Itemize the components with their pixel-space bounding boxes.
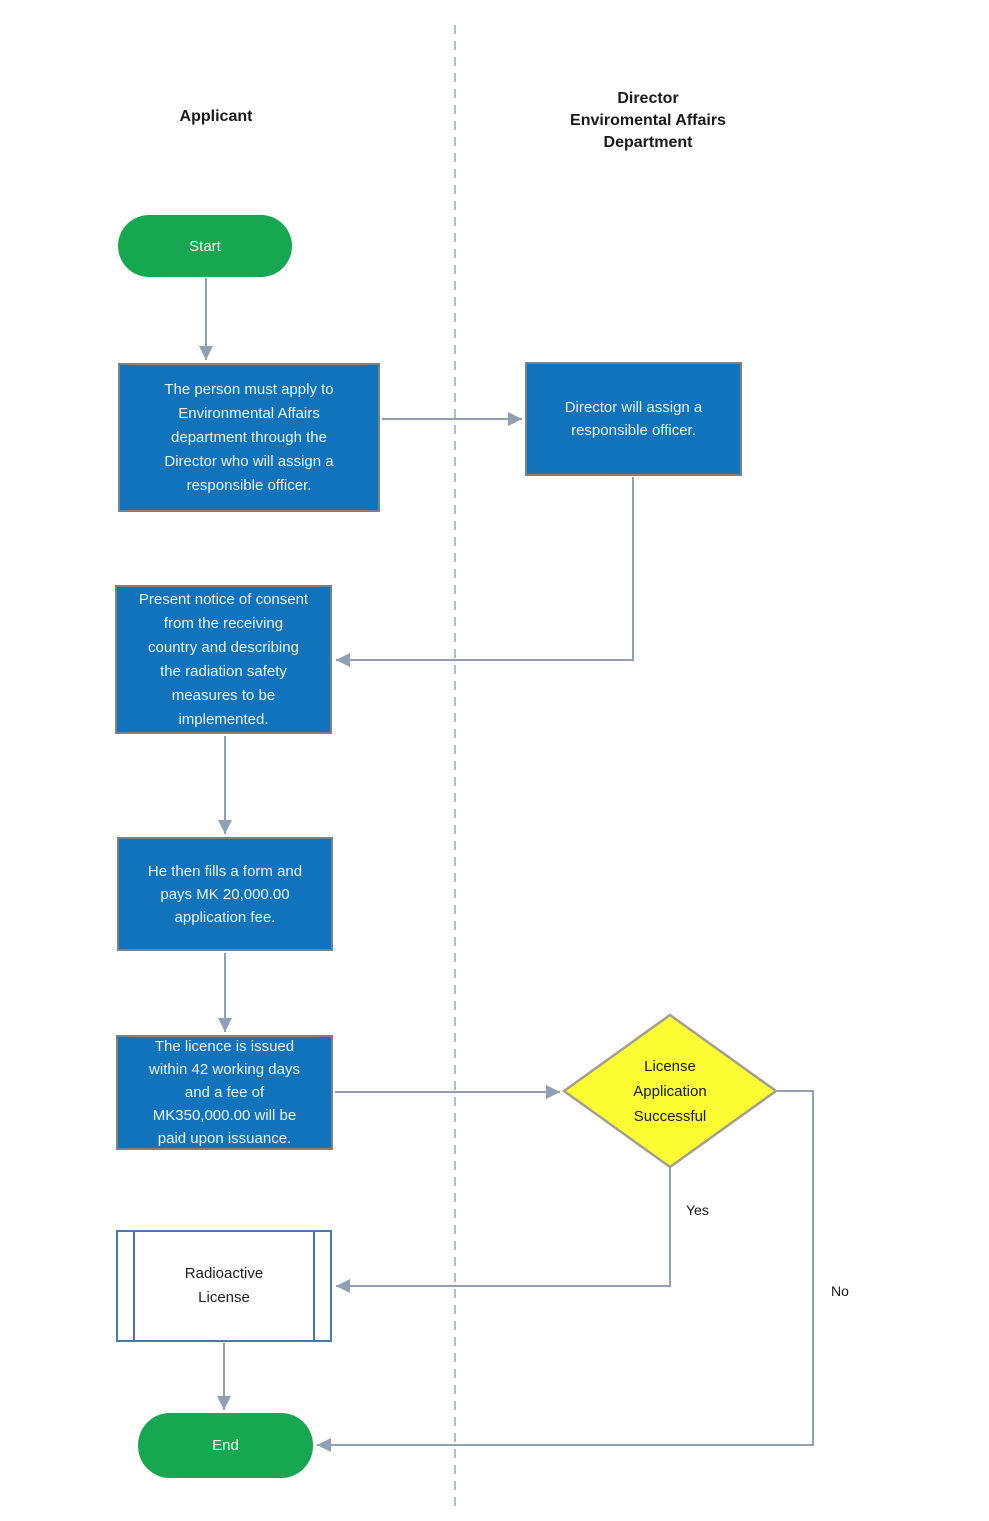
edge-decision-no	[317, 1090, 814, 1452]
process-fill-form-fee: He then fills a form and pays MK 20,000.…	[117, 837, 333, 951]
edge-label-yes: Yes	[686, 1202, 709, 1218]
end-node: End	[138, 1413, 313, 1478]
subprocess-radioactive-license-label: Radioactive License	[184, 1265, 264, 1306]
subprocess-radioactive-license: Radioactive License	[116, 1230, 332, 1342]
process-licence-issued: The licence is issued within 42 working …	[116, 1035, 333, 1150]
start-node: Start	[118, 215, 292, 277]
process-assign-officer: Director will assign a responsible offic…	[525, 362, 742, 476]
edge-label-no: No	[831, 1283, 849, 1299]
subprocess-right-bar	[313, 1232, 315, 1340]
decision-diamond-shape	[561, 1013, 779, 1169]
lane-title-director: Director Enviromental Affairs Department	[570, 90, 726, 151]
process-apply: The person must apply to Environmental A…	[118, 363, 380, 512]
decision-label: License Application Successful	[633, 1058, 707, 1125]
edge-assign-to-notice	[336, 477, 634, 667]
lane-title-applicant: Applicant	[179, 108, 253, 125]
edge-decision-yes	[336, 1168, 671, 1293]
subprocess-left-bar	[133, 1232, 135, 1340]
process-notice-consent: Present notice of consent from the recei…	[115, 585, 332, 734]
